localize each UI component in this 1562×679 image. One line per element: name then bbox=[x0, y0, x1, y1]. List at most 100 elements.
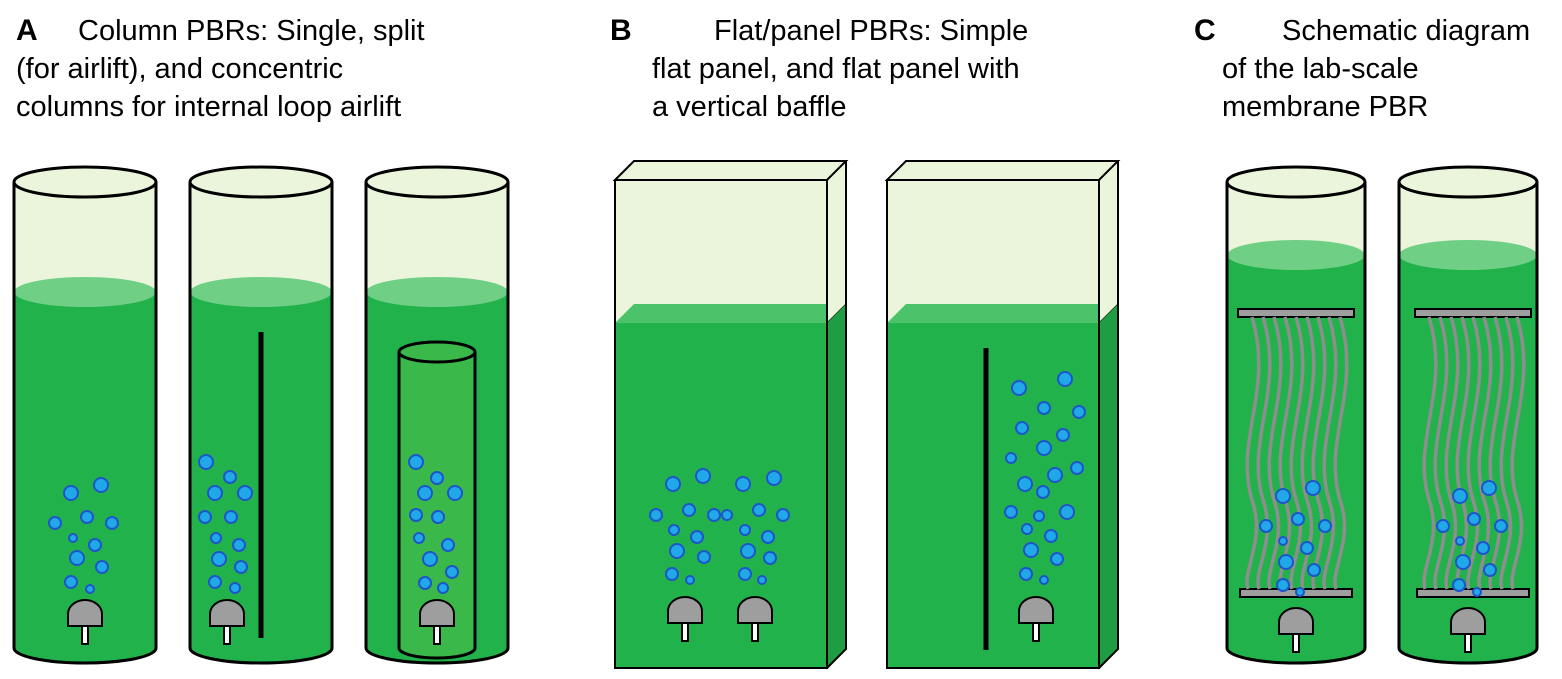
gas-bubble-icon bbox=[1056, 428, 1070, 442]
hollow-fiber bbox=[1300, 316, 1316, 590]
gas-bubble-icon bbox=[95, 560, 109, 574]
gas-bubble-icon bbox=[408, 454, 424, 470]
inner-draft-tube bbox=[397, 352, 477, 660]
gas-bubble-icon bbox=[418, 576, 432, 590]
panel-c-letter: C bbox=[1194, 14, 1216, 47]
gas-bubble-icon bbox=[208, 575, 222, 589]
gas-bubble-icon bbox=[422, 551, 438, 567]
gas-bubble-icon bbox=[665, 567, 679, 581]
gas-bubble-icon bbox=[1472, 587, 1482, 597]
gas-bubble-icon bbox=[80, 510, 94, 524]
gas-bubble-icon bbox=[668, 524, 680, 536]
gas-bubble-icon bbox=[707, 508, 721, 522]
gas-bubble-icon bbox=[1019, 567, 1033, 581]
gas-bubble-icon bbox=[229, 582, 241, 594]
column-reactor-icon bbox=[1225, 165, 1367, 665]
gas-bubble-icon bbox=[417, 485, 433, 501]
sparger-icon bbox=[419, 599, 455, 645]
culture-surface bbox=[1227, 240, 1365, 270]
gas-bubble-icon bbox=[1021, 523, 1033, 535]
membrane-top-header bbox=[1414, 308, 1532, 318]
culture-surface bbox=[14, 277, 156, 307]
panel-b-letter: B bbox=[610, 14, 632, 47]
gas-bubble-icon bbox=[739, 524, 751, 536]
panel-b-caption: Flat/panel PBRs: Simple flat panel, and … bbox=[652, 15, 1029, 123]
flat-panel-reactor-icon bbox=[884, 159, 1121, 669]
gas-bubble-icon bbox=[1483, 563, 1497, 577]
gas-bubble-icon bbox=[1044, 529, 1058, 543]
gas-bubble-icon bbox=[1059, 504, 1075, 520]
gas-bubble-icon bbox=[207, 485, 223, 501]
gas-bubble-icon bbox=[48, 516, 62, 530]
gas-bubble-icon bbox=[224, 510, 238, 524]
hollow-fiber bbox=[1444, 316, 1460, 590]
sparger-icon bbox=[737, 596, 773, 642]
gas-bubble-icon bbox=[211, 551, 227, 567]
gas-bubble-icon bbox=[1037, 401, 1051, 415]
gas-bubble-icon bbox=[445, 565, 459, 579]
gas-bubble-icon bbox=[1455, 554, 1471, 570]
gas-bubble-icon bbox=[766, 470, 782, 486]
gas-bubble-icon bbox=[697, 550, 711, 564]
gas-bubble-icon bbox=[682, 503, 696, 517]
gas-bubble-icon bbox=[69, 550, 85, 566]
gas-bubble-icon bbox=[1033, 510, 1045, 522]
gas-bubble-icon bbox=[1039, 575, 1049, 585]
sparger-icon bbox=[209, 599, 245, 645]
gas-bubble-icon bbox=[437, 582, 449, 594]
gas-bubble-icon bbox=[210, 532, 222, 544]
gas-bubble-icon bbox=[1455, 536, 1465, 546]
gas-bubble-icon bbox=[1276, 578, 1290, 592]
hollow-fiber bbox=[1322, 316, 1338, 590]
gas-bubble-icon bbox=[1259, 519, 1273, 533]
flat-panel-reactor-icon bbox=[612, 159, 849, 669]
gas-bubble-icon bbox=[695, 468, 711, 484]
gas-bubble-icon bbox=[721, 509, 733, 521]
hollow-fiber bbox=[1433, 316, 1449, 590]
gas-bubble-icon bbox=[447, 485, 463, 501]
gas-bubble-icon bbox=[740, 543, 756, 559]
gas-bubble-icon bbox=[752, 503, 766, 517]
column-reactor-icon bbox=[188, 165, 334, 665]
culture-surface bbox=[190, 277, 332, 307]
gas-bubble-icon bbox=[68, 533, 78, 543]
panel-top-face bbox=[884, 160, 1121, 181]
column-top-rim bbox=[364, 165, 510, 199]
gas-bubble-icon bbox=[1452, 488, 1468, 504]
gas-bubble-icon bbox=[409, 508, 423, 522]
gas-bubble-icon bbox=[431, 510, 445, 524]
gas-bubble-icon bbox=[738, 567, 752, 581]
gas-bubble-icon bbox=[649, 508, 663, 522]
culture-surface bbox=[887, 304, 1118, 323]
gas-bubble-icon bbox=[1295, 587, 1305, 597]
gas-bubble-icon bbox=[690, 530, 704, 544]
panel-c-caption: Schematic diagram of the lab-scale membr… bbox=[1222, 15, 1531, 123]
gas-bubble-icon bbox=[413, 532, 425, 544]
gas-bubble-icon bbox=[198, 454, 214, 470]
gas-bubble-icon bbox=[1318, 519, 1332, 533]
gas-bubble-icon bbox=[1278, 554, 1294, 570]
column-reactor-icon bbox=[12, 165, 158, 665]
sparger-icon bbox=[1278, 607, 1314, 653]
column-top-rim bbox=[1225, 165, 1367, 199]
gas-bubble-icon bbox=[763, 551, 777, 565]
hollow-fiber bbox=[1289, 316, 1305, 590]
gas-bubble-icon bbox=[1036, 440, 1052, 456]
panel-top-face bbox=[612, 160, 849, 181]
hollow-fiber bbox=[1422, 316, 1438, 590]
gas-bubble-icon bbox=[1017, 476, 1033, 492]
gas-bubble-icon bbox=[1070, 461, 1084, 475]
gas-bubble-icon bbox=[88, 538, 102, 552]
gas-bubble-icon bbox=[1072, 405, 1086, 419]
hollow-fiber bbox=[1510, 316, 1526, 590]
gas-bubble-icon bbox=[234, 560, 248, 574]
gas-bubble-icon bbox=[1015, 421, 1029, 435]
gas-bubble-icon bbox=[64, 575, 78, 589]
gas-bubble-icon bbox=[1300, 541, 1314, 555]
culture-surface bbox=[1399, 240, 1537, 270]
panel-a-letter: A bbox=[16, 14, 38, 47]
membrane-top-header bbox=[1237, 308, 1355, 318]
gas-bubble-icon bbox=[1481, 480, 1497, 496]
gas-bubble-icon bbox=[198, 510, 212, 524]
